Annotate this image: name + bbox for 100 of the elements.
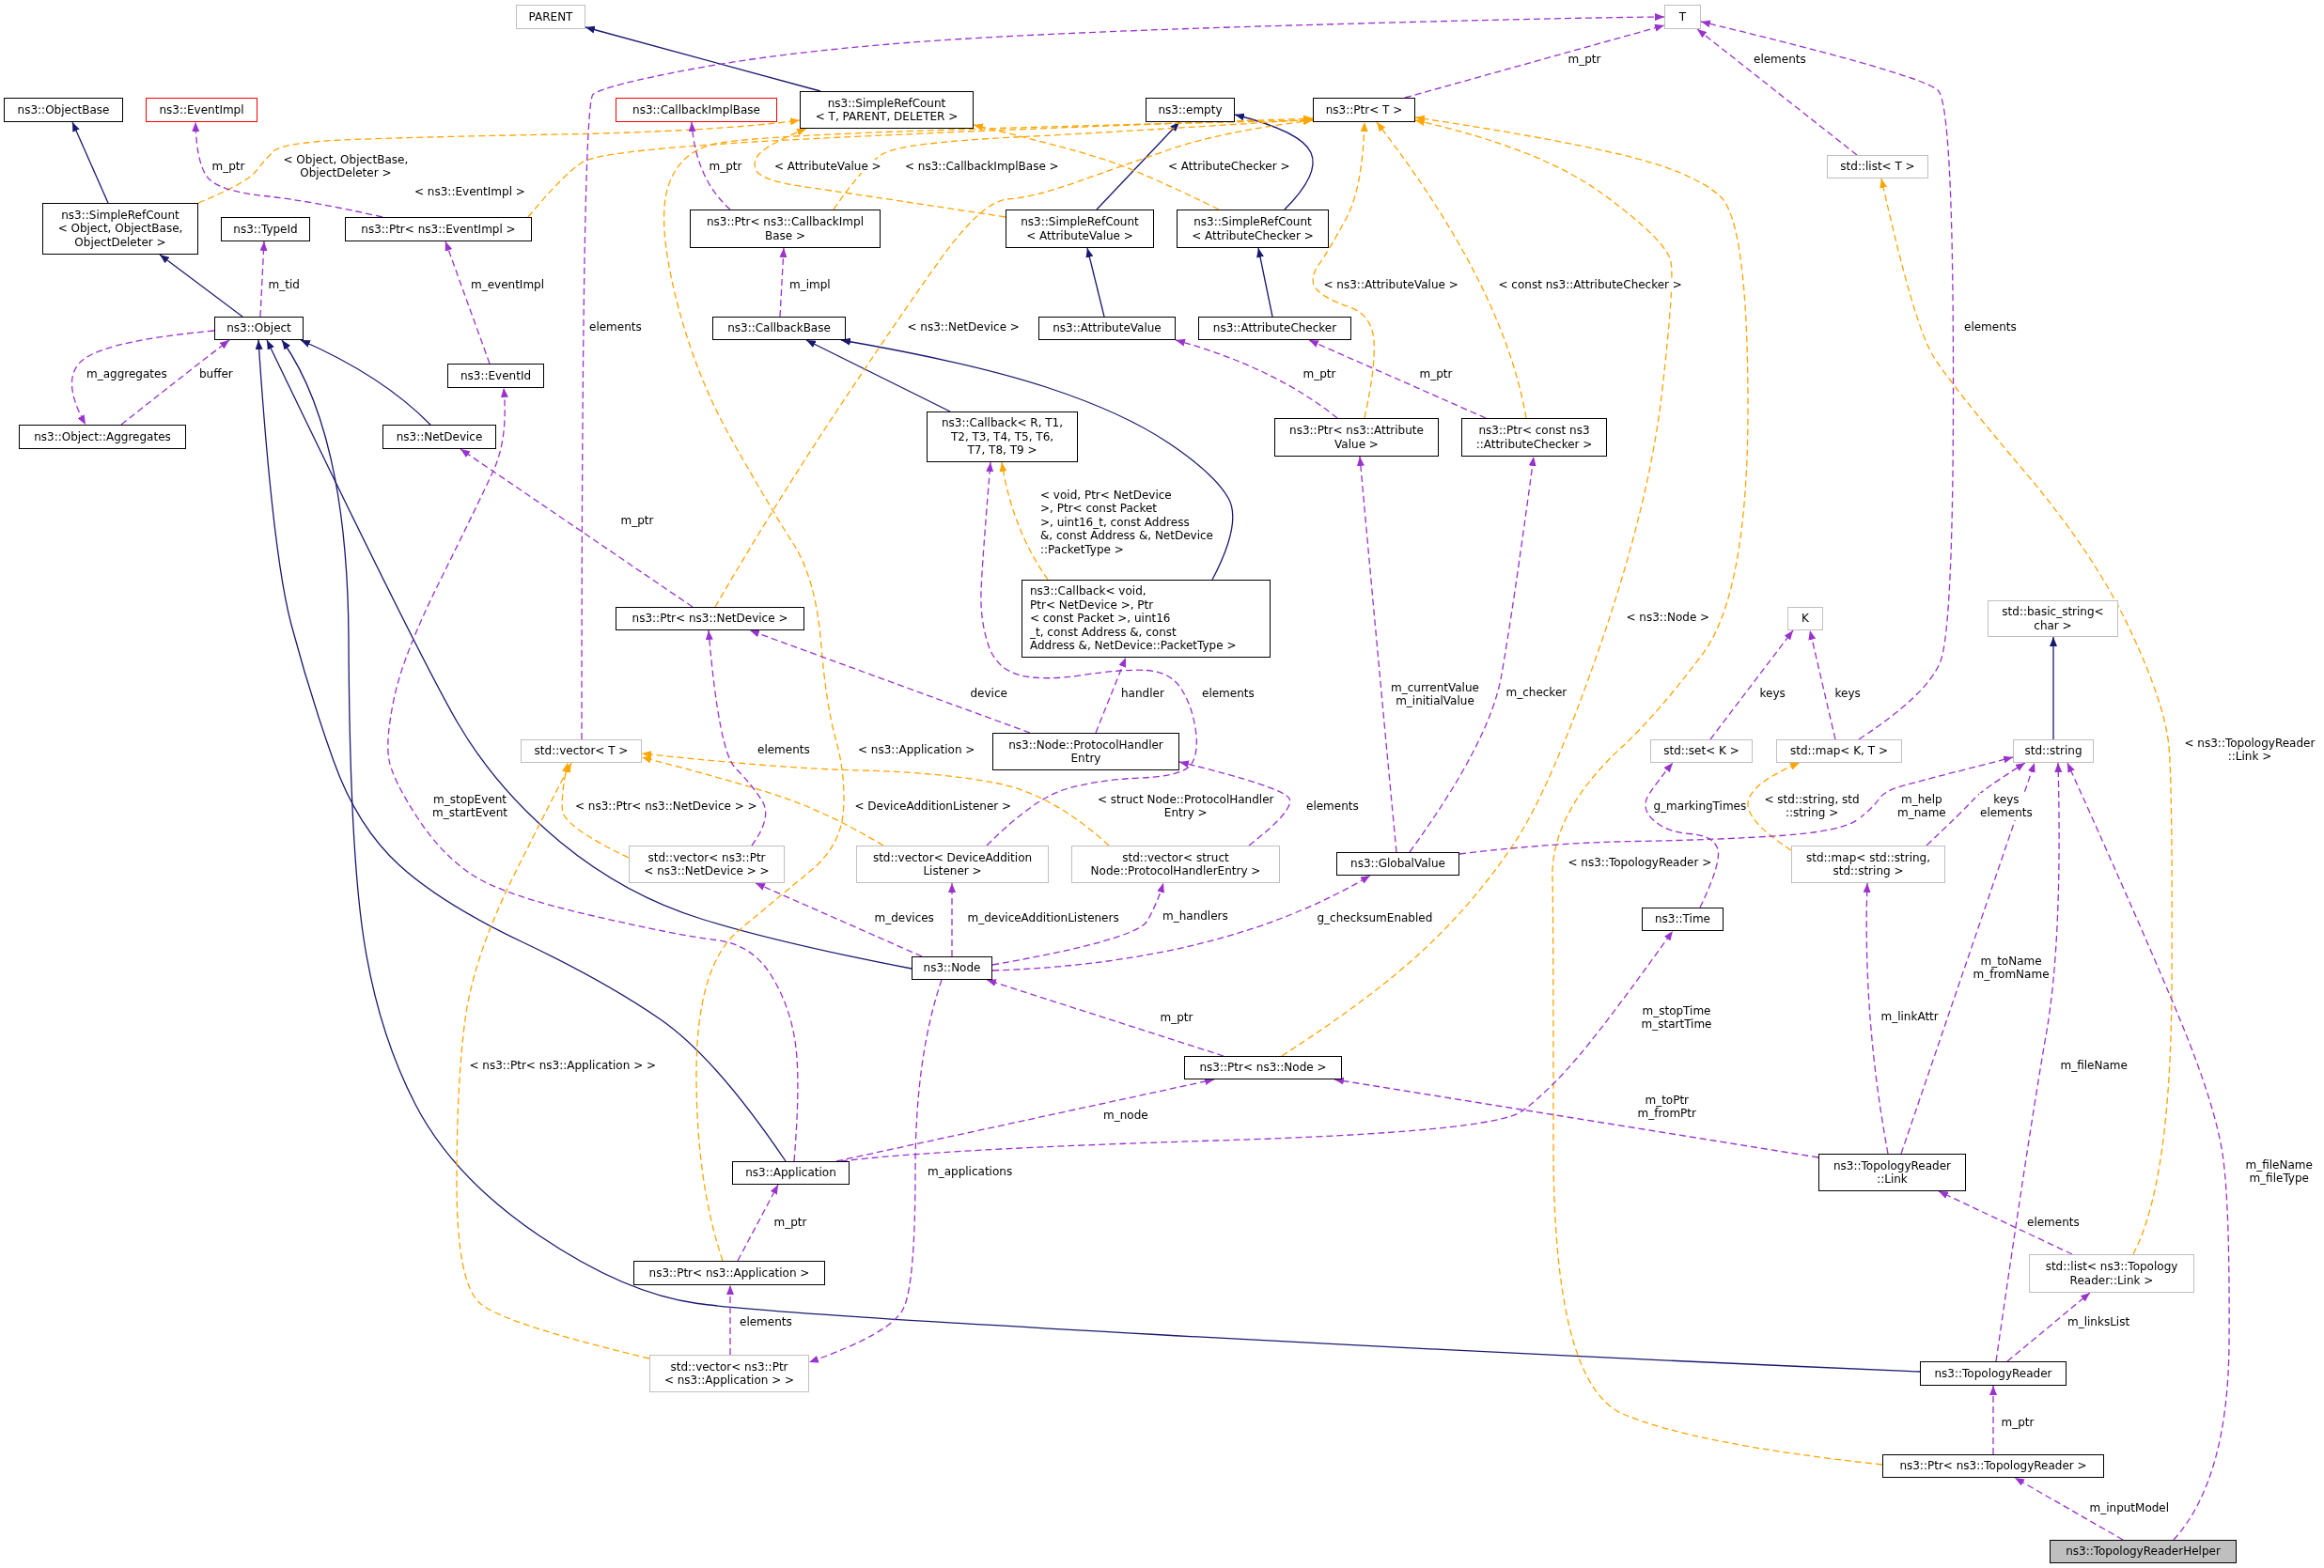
arrow [300, 339, 431, 426]
arrow [1085, 247, 1105, 318]
edge-label: < ns3::Application > [857, 742, 976, 756]
edge-label: m_handlers [1162, 908, 1229, 923]
edge-label: m_deviceAdditionListeners [966, 910, 1120, 924]
edge-label: m_inputModel [2088, 1500, 2171, 1514]
class-node: ns3::Ptr< ns3::CallbackImpl Base > [690, 210, 881, 248]
class-node: std::map< std::string, std::string > [1791, 846, 1945, 883]
dashed-arrow [726, 1284, 734, 1356]
class-node: ns3::SimpleRefCount < AttributeValue > [1006, 210, 1154, 248]
edge-label: m_toName m_fromName [1972, 954, 2051, 982]
arrow [2050, 636, 2057, 740]
dashed-arrow [1645, 762, 1720, 908]
edge-label: m_ptr [1159, 1010, 1194, 1024]
edge-label: m_stopTime m_startTime [1640, 1003, 1713, 1032]
dashed-arrow [387, 387, 799, 1162]
dashed-arrow [973, 123, 1220, 210]
arrow [281, 339, 1921, 1373]
class-node: ns3::Callback< void, Ptr< NetDevice >, Ptr < const Packet >, uint16 _t, const Address &, const Address &, NetDevice::PacketType > [1022, 580, 1271, 658]
edge-label: elements [1201, 686, 1256, 700]
edge-label: m_help m_name [1896, 792, 1947, 820]
edge-label: m_impl [788, 277, 832, 291]
dashed-arrow [999, 461, 1049, 581]
dashed-arrow [1696, 28, 1858, 156]
dashed-arrow [1409, 456, 1536, 853]
dashed-arrow [737, 1184, 779, 1262]
edge-label: elements [756, 742, 811, 756]
class-node: ns3::Object::Aggregates [19, 425, 186, 449]
class-node: ns3::SimpleRefCount < AttributeChecker > [1177, 210, 1329, 248]
class-node: std::vector< ns3::Ptr < ns3::Application > > [649, 1355, 809, 1392]
class-node: ns3::Ptr< ns3::NetDevice > [616, 607, 804, 630]
edge-label: buffer [198, 366, 234, 380]
dashed-arrow [1376, 121, 1527, 419]
edge-label: m_devices [873, 910, 935, 924]
dashed-arrow [1356, 456, 1397, 853]
class-node: ns3::Ptr< ns3::TopologyReader > [1882, 1454, 2104, 1478]
dashed-arrow [1334, 1077, 1819, 1158]
edge-label: m_eventImpl [470, 277, 546, 291]
edge-label: g_checksumEnabled [1316, 910, 1434, 924]
dashed-arrow [581, 13, 1665, 740]
edge-label: m_ptr [2000, 1415, 2035, 1429]
dashed-arrow [808, 979, 943, 1363]
edge-label: m_checker [1505, 685, 1568, 699]
dashed-arrow [1308, 339, 1487, 419]
dashed-arrow [688, 121, 731, 210]
dashed-arrow [1175, 338, 1338, 419]
dashed-arrow [749, 629, 1031, 734]
class-node: ns3::SimpleRefCount < T, PARENT, DELETER > [800, 91, 974, 129]
edge-label: m_ptr [211, 159, 246, 173]
edge-label: < void, Ptr< NetDevice >, Ptr< const Packet >, uint16_t, const Address &, const Address &, NetDevice ::PacketType > [1039, 488, 1214, 556]
edge-label: m_fileName [2059, 1058, 2129, 1072]
edge-label: elements [1753, 52, 1807, 66]
edge-label: < ns3::Ptr< ns3::Application > > [468, 1058, 658, 1072]
arrow [1234, 113, 1314, 210]
dashed-arrow [192, 121, 383, 218]
edge-label: m_ptr [619, 513, 655, 527]
dashed-arrow [986, 979, 1224, 1057]
edge-label: < std::string, std ::string > [1763, 792, 1861, 820]
edge-label: keys elements [1979, 792, 2034, 820]
class-node: ns3::ObjectBase [4, 98, 123, 122]
class-node: ns3::Time [1642, 908, 1724, 931]
dashed-arrow [70, 330, 215, 426]
class-node: ns3::TopologyReader [1920, 1361, 2067, 1386]
edge-label: elements [739, 1314, 793, 1328]
dashed-arrow [1700, 20, 1955, 740]
edge-label: device [969, 686, 1008, 700]
class-node: PARENT [516, 5, 585, 29]
edge-label: m_stopEvent m_startEvent [431, 792, 508, 820]
edge-label: handler [1120, 686, 1165, 700]
arrow [71, 121, 109, 204]
dashed-arrow [1879, 178, 2173, 1255]
dashed-arrow [705, 629, 767, 846]
class-node: ns3::Ptr< ns3::Attribute Value > [1274, 418, 1439, 457]
class-node: ns3::Callback< R, T1, T2, T3, T4, T5, T6, T7, T8, T9 > [927, 411, 1078, 462]
edge-label: < ns3::AttributeValue > [1322, 277, 1459, 291]
arrow [805, 339, 951, 412]
arrow [266, 339, 912, 970]
edge-label: m_linkAttr [1879, 1009, 1940, 1023]
dashed-arrow [445, 241, 491, 365]
class-node: std::vector< ns3::Ptr < ns3::NetDevice > > [629, 846, 785, 883]
dashed-arrow [197, 117, 801, 204]
edge-label: elements [588, 319, 643, 334]
edge-label: m_currentValue m_initialValue [1390, 680, 1480, 708]
edge-label: keys [1758, 686, 1786, 700]
dashed-arrow [1863, 882, 1889, 1155]
dashed-arrow [1709, 629, 1794, 740]
arrow [1096, 121, 1180, 210]
dashed-arrow [2067, 762, 2230, 1541]
class-node: std::list< ns3::Topology Reader::Link > [2029, 1254, 2194, 1293]
class-node: ns3::Ptr< ns3::EventImpl > [345, 217, 532, 241]
dashed-arrow [2014, 1477, 2124, 1541]
edge-label: m_ptr [772, 1215, 808, 1229]
dashed-arrow [991, 882, 1164, 966]
class-node: ns3::Object [214, 317, 304, 340]
edge-label: m_applications [927, 1164, 1014, 1178]
edge-label: m_toPtr m_fromPtr [1636, 1093, 1697, 1121]
dashed-arrow [1926, 762, 2026, 846]
edge-label: m_ptr [708, 159, 743, 173]
edge-label: elements [2026, 1215, 2081, 1229]
class-node: ns3::Ptr< ns3::Application > [633, 1261, 825, 1285]
